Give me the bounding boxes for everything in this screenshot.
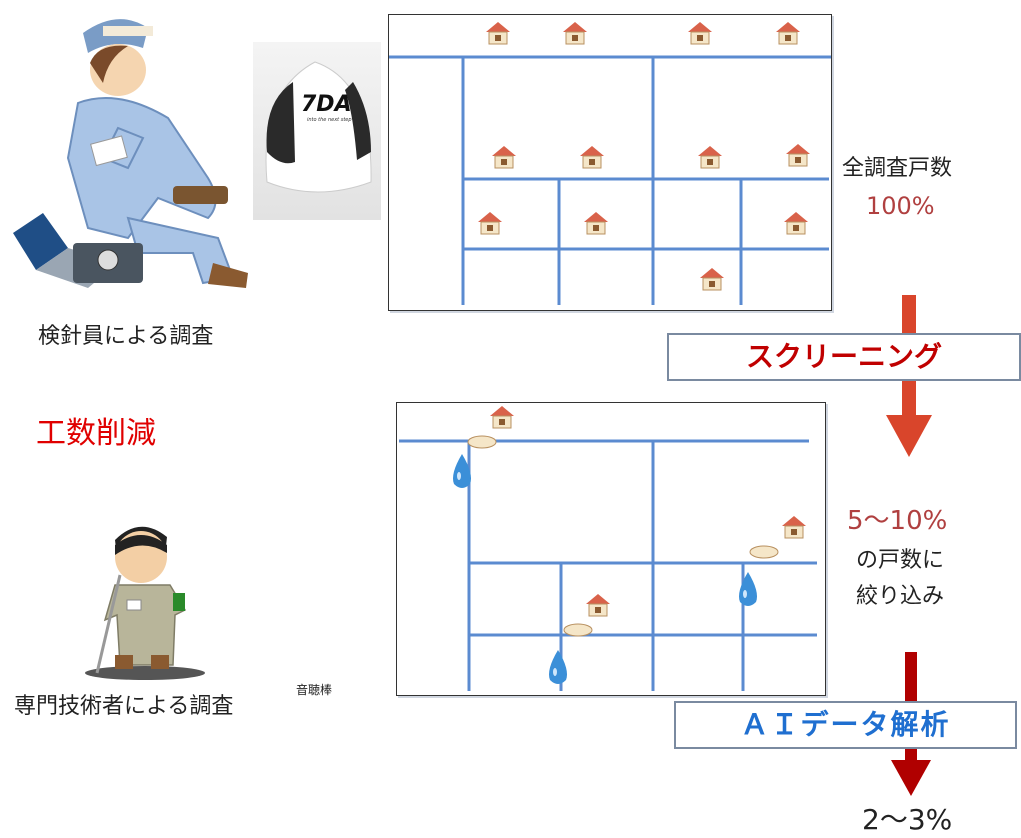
house-icon [579, 145, 605, 169]
houses-full [477, 21, 811, 291]
reduction-label: 工数削減 [36, 416, 156, 451]
house-icon [489, 405, 515, 429]
house-icon [583, 211, 609, 235]
screening-label: スクリーニング [745, 340, 942, 373]
narrowed-line1: の戸数に [856, 548, 945, 573]
house-icon [697, 145, 723, 169]
ai-analysis-banner: ＡＩデータ解析 [674, 701, 1017, 749]
ai-analysis-label: ＡＩデータ解析 [740, 708, 951, 741]
water-drop-icon [739, 572, 757, 606]
water-drop-icon [453, 454, 471, 488]
final-pct: 2〜3% [862, 803, 953, 836]
house-icon [775, 21, 801, 45]
house-icon [687, 21, 713, 45]
house-icon [485, 21, 511, 45]
house-icon [491, 145, 517, 169]
house-icon [585, 593, 611, 617]
specialist-illustration [85, 526, 205, 680]
inspector-label: 検針員による調査 [38, 324, 214, 349]
narrowed-pct: 5〜10% [847, 506, 948, 536]
leak-points [453, 405, 807, 684]
total-households-label: 全調査戸数 [842, 156, 953, 181]
household-map-full [388, 14, 832, 311]
specialist-label: 専門技術者による調査 [14, 694, 234, 719]
water-drop-icon [549, 650, 567, 684]
narrowed-line2: 絞り込み [856, 584, 945, 609]
house-icon [699, 267, 725, 291]
device-shape [265, 61, 372, 193]
meter-reader-illustration [13, 19, 248, 288]
total-households-pct: 100% [866, 192, 935, 220]
map-grid-full [389, 55, 831, 305]
listening-rod-label: 音聴棒 [296, 683, 333, 697]
house-icon [785, 143, 811, 167]
house-icon [562, 21, 588, 45]
screening-banner: スクリーニング [667, 333, 1021, 381]
house-icon [781, 515, 807, 539]
device-brand: 7DA [301, 92, 352, 117]
house-icon [783, 211, 809, 235]
house-icon [477, 211, 503, 235]
device-photo: 7DA into the next step [253, 42, 381, 220]
device-tagline: into the next step [307, 117, 352, 123]
